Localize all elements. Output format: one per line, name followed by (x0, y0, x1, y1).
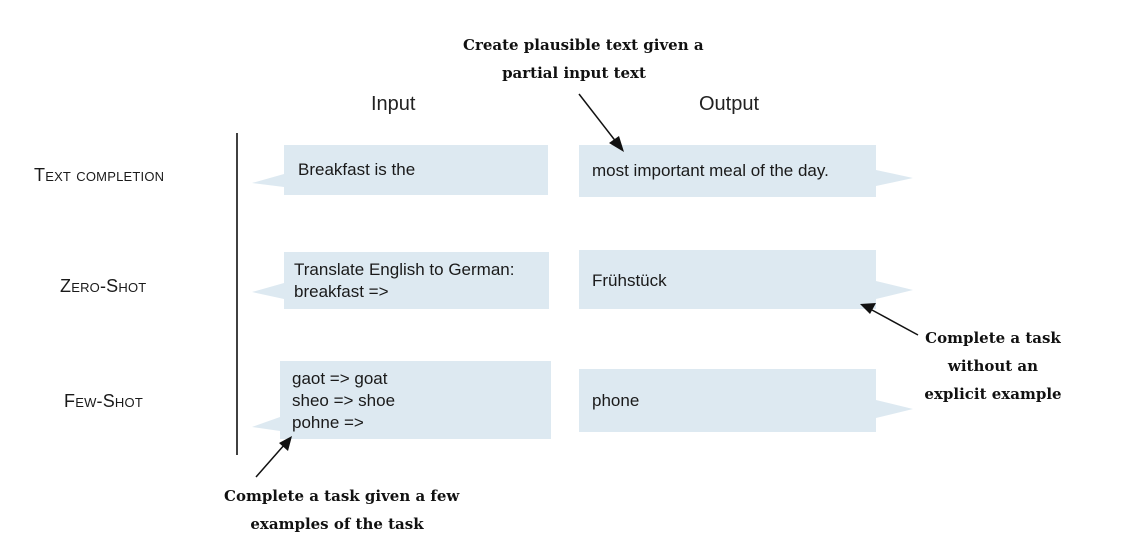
input-column-header: Input (371, 93, 416, 115)
output-column-header: Output (699, 93, 760, 115)
input-few-shot: gaot => goat sheo => shoe pohne => (292, 369, 396, 432)
input-bubble-zero-shot (252, 252, 549, 309)
output-bubble-text-completion (579, 145, 913, 197)
arrow-zero-shot (860, 303, 919, 336)
input-bubble-few-shot (252, 361, 551, 439)
output-few-shot: phone (592, 391, 640, 410)
output-zero-shot: Frühstück (592, 271, 667, 290)
row-label-zero-shot: Zero-Shot (60, 276, 147, 296)
output-text-completion: most important meal of the day. (592, 161, 829, 180)
input-zero-shot: Translate English to German: breakfast =… (294, 260, 515, 301)
input-text-completion: Breakfast is the (298, 160, 416, 179)
output-bubble-zero-shot (579, 250, 913, 309)
row-label-few-shot: Few-Shot (64, 391, 143, 411)
arrow-few-shot (255, 436, 292, 478)
input-bubble-text-completion (252, 145, 548, 195)
row-label-text-completion: Text completion (34, 165, 165, 185)
arrow-text-completion (578, 93, 624, 152)
output-bubble-few-shot (579, 369, 913, 432)
